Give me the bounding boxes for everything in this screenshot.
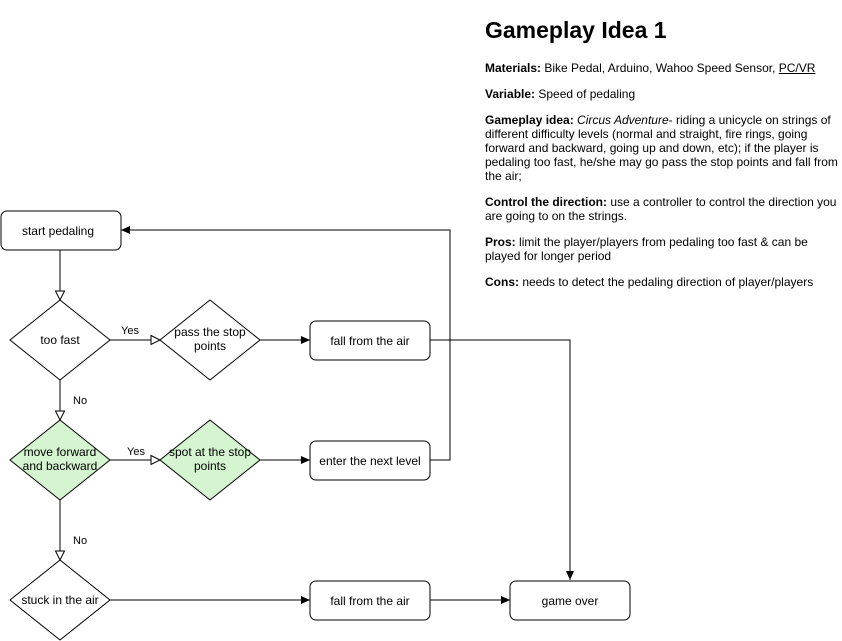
node-stuck-in-air: stuck in the air: [9, 559, 111, 641]
control-value: use a controller to control the directio…: [485, 195, 837, 223]
edge-fall1-to-gameover: [430, 339, 574, 580]
variable-label: Variable:: [485, 87, 536, 101]
edge-label-yes-2: Yes: [127, 446, 145, 458]
materials-value: Bike Pedal, Arduino, Wahoo Speed Sensor,: [541, 61, 779, 75]
svg-text:move forward: move forward: [24, 445, 97, 459]
svg-text:fall from the air: fall from the air: [330, 594, 409, 608]
node-enter-next-level: enter the next level: [309, 440, 431, 481]
node-spot-stop-points: spot at the stop points: [159, 419, 261, 501]
gameplay-idea-line: Gameplay idea: Circus Adventure- riding …: [485, 113, 841, 183]
node-too-fast: too fast: [9, 299, 111, 381]
edge-label-no-2: No: [73, 535, 87, 547]
edge-label-no-1: No: [73, 395, 87, 407]
cons-value: needs to detect the pedaling direction o…: [519, 275, 814, 289]
materials-line: Materials: Bike Pedal, Arduino, Wahoo Sp…: [485, 61, 841, 75]
svg-text:too fast: too fast: [40, 333, 80, 347]
notes-panel: Gameplay Idea 1 Materials: Bike Pedal, A…: [485, 16, 841, 301]
node-move-forward-backward: move forward and backward: [9, 419, 111, 501]
node-game-over: game over: [509, 580, 631, 621]
svg-text:pass the stop: pass the stop: [174, 325, 246, 339]
node-pass-stop-points: pass the stop points: [159, 299, 261, 381]
svg-text:stuck in the air: stuck in the air: [21, 593, 98, 607]
materials-link[interactable]: PC/VR: [778, 61, 816, 75]
idea-title: Circus Adventure: [573, 113, 669, 127]
svg-text:spot at the stop: spot at the stop: [169, 445, 251, 459]
pros-label: Pros:: [485, 235, 516, 249]
svg-text:start pedaling: start pedaling: [22, 224, 94, 238]
svg-text:enter the next level: enter the next level: [319, 454, 420, 468]
edge-next-to-start: [121, 226, 451, 461]
svg-text:and backward: and backward: [23, 459, 98, 473]
svg-text:fall from the air: fall from the air: [330, 334, 409, 348]
edge-label-yes-1: Yes: [121, 325, 139, 337]
svg-text:game over: game over: [542, 594, 599, 608]
idea-label: Gameplay idea:: [485, 113, 574, 127]
variable-value: Speed of pedaling: [535, 87, 636, 101]
node-fall-from-air-2: fall from the air: [309, 580, 431, 621]
pros-value: limit the player/players from pedaling t…: [485, 235, 808, 263]
node-start-pedaling: start pedaling: [0, 210, 122, 251]
notes-title: Gameplay Idea 1: [485, 17, 667, 43]
control-label: Control the direction:: [485, 195, 607, 209]
cons-line: Cons: needs to detect the pedaling direc…: [485, 275, 841, 289]
svg-text:points: points: [194, 339, 226, 353]
variable-line: Variable: Speed of pedaling: [485, 87, 841, 101]
node-fall-from-air-1: fall from the air: [309, 320, 431, 361]
idea-value: - riding a unicycle on strings of differ…: [485, 113, 838, 183]
materials-label: Materials:: [485, 61, 542, 75]
svg-text:points: points: [194, 459, 226, 473]
pros-line: Pros: limit the player/players from peda…: [485, 235, 841, 263]
cons-label: Cons:: [485, 275, 519, 289]
control-line: Control the direction: use a controller …: [485, 195, 841, 223]
